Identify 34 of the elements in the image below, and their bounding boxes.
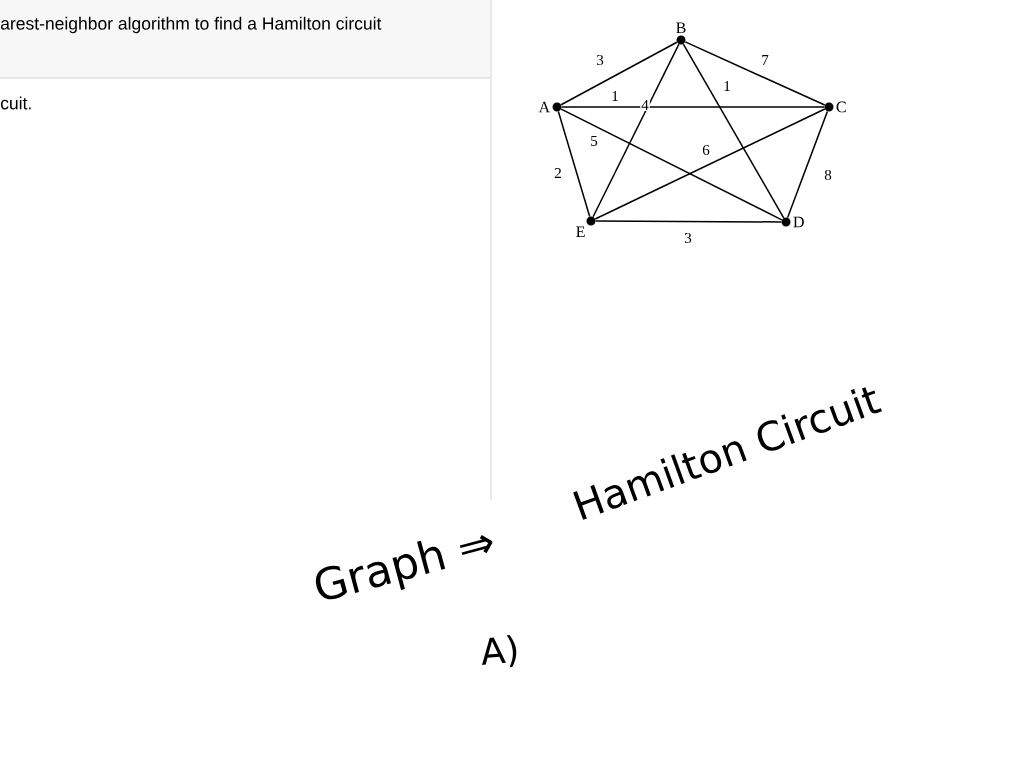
edge-weight: 3	[595, 53, 605, 67]
graph-vertex: E	[576, 216, 596, 237]
edge-weight: 4	[640, 99, 650, 111]
graph-edge	[560, 106, 826, 108]
node-label: E	[576, 226, 585, 237]
edge-weight: 6	[701, 143, 711, 157]
node-label: A	[538, 101, 550, 113]
node-label: B	[676, 22, 686, 34]
graph-vertex: D	[781, 216, 804, 228]
graph-edge	[682, 43, 785, 219]
graph-vertex: C	[824, 101, 846, 113]
graph-edge	[786, 110, 829, 219]
edge-weight: 1	[722, 80, 732, 92]
node-label: C	[836, 101, 846, 113]
edge-weight: 7	[760, 54, 770, 66]
graph-edge	[557, 110, 591, 218]
handwritten-note: Graph ⇒	[315, 535, 493, 600]
graph-edge	[560, 108, 783, 221]
edge-weight: 2	[553, 167, 563, 179]
edge-weight: 3	[683, 231, 693, 245]
edge-weight: 1	[610, 90, 620, 102]
graph-edge	[594, 108, 826, 220]
graph-edge	[592, 43, 680, 218]
question-text: arest-neighbor algorithm to find a Hamilton circuit	[0, 16, 382, 34]
node-label: D	[793, 216, 804, 228]
graph-vertex: B	[676, 22, 686, 45]
handwritten-note: A)	[482, 635, 517, 668]
edge-weight: 5	[589, 135, 599, 147]
edge-weight: 8	[823, 168, 833, 182]
graph-edge	[560, 41, 678, 106]
graph-vertex: A	[538, 101, 562, 113]
question-text: cuit.	[0, 96, 31, 110]
graph-edge	[684, 41, 826, 106]
graph-edge	[594, 220, 783, 223]
